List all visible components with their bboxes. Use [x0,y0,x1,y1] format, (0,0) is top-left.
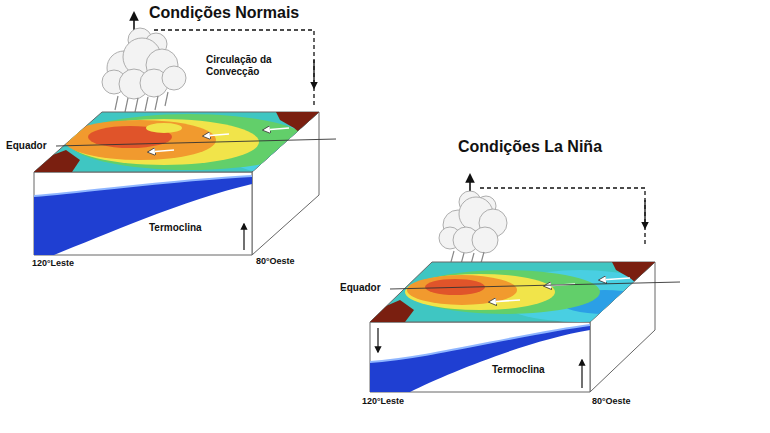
storm-cloud [102,28,186,99]
rain [115,92,168,112]
longitude-label: 80°Oeste [592,396,631,406]
block-front [370,322,590,392]
convection-arrow [313,60,314,88]
sea-surface [370,262,655,322]
downwelling-arrow [377,328,378,352]
longitude-label: 120°Leste [32,258,74,268]
convection-arrow [644,200,645,228]
circulation-label: Circulação da Convecção [206,54,282,77]
thermocline-label: Termoclina [147,222,204,234]
sea-surface [34,112,319,172]
longitude-label: 80°Oeste [256,256,295,266]
equator-line [56,139,336,146]
normal-block [34,13,334,255]
panel-heading: Condições Normais [149,4,299,22]
convection-loop [154,30,314,108]
storm-cloud [439,191,507,253]
trade-wind-arrows [149,128,289,152]
thermocline-band [34,176,252,255]
equator-label: Equador [6,140,47,152]
upwelling-arrow [243,224,244,250]
thermocline-label: Termoclina [490,364,547,376]
updraft-arrow [469,175,471,192]
trade-wind-arrows [490,278,630,302]
updraft-arrow [133,13,135,30]
panel-heading: Condições La Niña [458,138,602,156]
thermocline-band [370,325,590,392]
convection-loop [480,188,645,246]
block-front [34,172,252,255]
longitude-label: 120°Leste [362,396,404,406]
sea-temperature [370,262,665,322]
equator-label: Equador [340,282,381,294]
upwelling-arrow [581,360,582,388]
equator-line [390,282,680,289]
